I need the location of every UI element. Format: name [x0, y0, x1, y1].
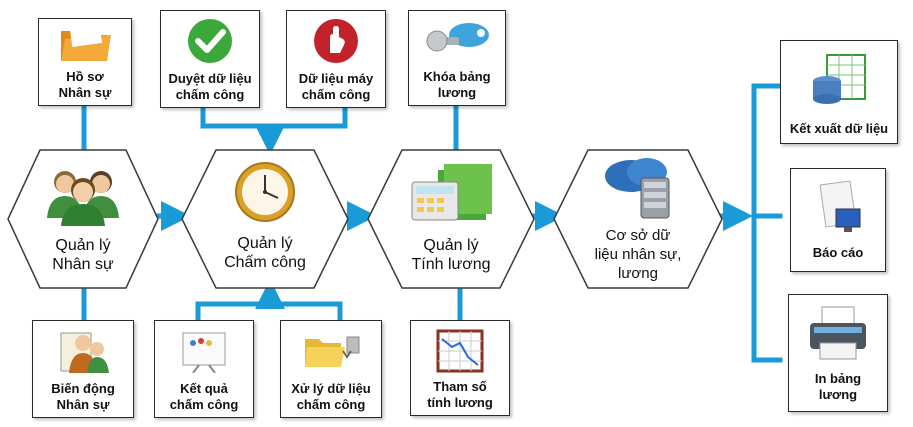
box-label: Duyệt dữ liệu chấm công	[168, 71, 252, 102]
box-attend-result[interactable]: Kết quả chấm công	[154, 320, 254, 418]
clock-icon	[233, 160, 297, 229]
box-label: Khóa bảng lương	[423, 69, 491, 100]
box-label: Biến động Nhân sự	[51, 381, 115, 412]
whiteboard-icon	[179, 329, 229, 378]
box-report[interactable]: Báo cáo	[790, 168, 886, 272]
graph-board-icon	[434, 327, 486, 380]
hub-hr[interactable]: Quản lý Nhân sự	[6, 148, 160, 290]
report-monitor-icon	[810, 179, 866, 242]
checkmark-icon	[186, 17, 234, 70]
box-label: Kết quả chấm công	[169, 381, 239, 412]
box-label: Báo cáo	[812, 245, 864, 260]
printer-icon	[806, 303, 870, 368]
box-payroll-params[interactable]: Tham số tính lương	[410, 320, 510, 416]
box-label: Kết xuất dữ liệu	[789, 121, 889, 136]
hexagon-shape	[553, 149, 723, 289]
box-label: Tham số tính lương	[427, 379, 493, 410]
box-label: Xử lý dữ liệu chấm công	[291, 381, 371, 412]
connector-approve	[200, 105, 348, 129]
hub-payroll[interactable]: Quản lý Tính lương	[366, 148, 536, 290]
folder-icon	[57, 23, 113, 70]
hub-database[interactable]: Cơ sở dữ liệu nhân sự, lương	[552, 148, 724, 290]
hub-label: Cơ sở dữ liệu nhân sự, lương	[594, 227, 682, 282]
box-hr-profile[interactable]: Hồ sơ Nhân sự	[38, 18, 132, 106]
key-icon	[421, 17, 493, 68]
spreadsheet-export-icon	[809, 51, 869, 112]
box-attend-process[interactable]: Xử lý dữ liệu chấm công	[280, 320, 382, 418]
box-export[interactable]: Kết xuất dữ liệu	[780, 40, 898, 144]
box-print[interactable]: In bảng lương	[788, 294, 888, 412]
box-label: In bảng lương	[814, 371, 862, 402]
hub-label: Quản lý Tính lương	[411, 237, 491, 273]
people-icon	[43, 162, 123, 231]
hub-label: Quản lý Nhân sự	[52, 237, 114, 273]
box-approve[interactable]: Duyệt dữ liệu chấm công	[160, 10, 260, 108]
database-cloud-icon	[601, 154, 675, 225]
box-hr-changes[interactable]: Biến động Nhân sự	[32, 320, 134, 418]
box-machine-data[interactable]: Dữ liệu máy chấm công	[286, 10, 386, 108]
hub-attendance[interactable]: Quản lý Chấm công	[180, 148, 350, 290]
hand-stop-icon	[312, 17, 360, 70]
box-lock-payroll[interactable]: Khóa bảng lương	[408, 10, 506, 106]
hub-label: Quản lý Chấm công	[224, 235, 306, 271]
box-label: Dữ liệu máy chấm công	[298, 71, 374, 102]
calculator-folder-icon	[408, 162, 494, 233]
people-change-icon	[55, 327, 111, 380]
folder-process-icon	[301, 329, 361, 378]
box-label: Hồ sơ Nhân sự	[58, 69, 112, 100]
